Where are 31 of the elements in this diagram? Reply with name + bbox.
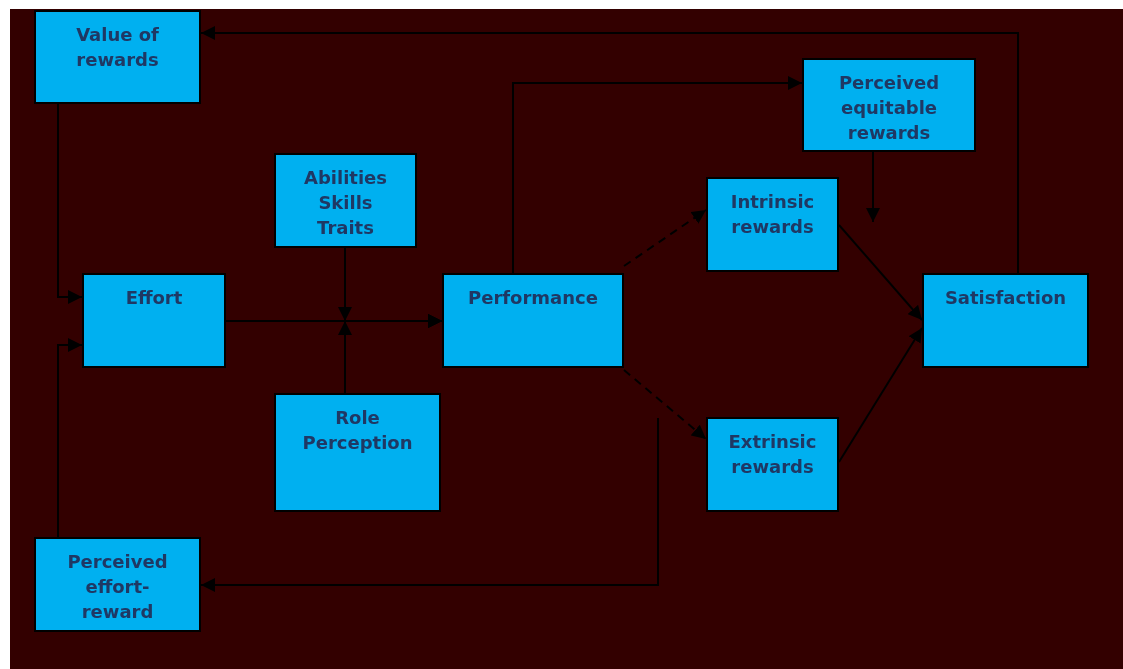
arrow [200, 417, 659, 592]
process-box [442, 273, 624, 368]
arrow [623, 369, 707, 440]
arrow [512, 76, 803, 274]
arrow [338, 314, 443, 394]
arrow [623, 209, 707, 267]
box-label: Value of rewards [75, 23, 160, 72]
box-label: Perceived equitable rewards [837, 71, 941, 145]
process-box [82, 273, 226, 368]
arrow [200, 26, 1019, 274]
box-label: Extrinsic rewards [727, 430, 818, 479]
box-label: Intrinsic rewards [729, 190, 816, 239]
box-label: Performance [468, 286, 598, 310]
arrow [866, 151, 880, 223]
process-box [706, 177, 839, 272]
arrow [57, 338, 83, 538]
process-box [802, 58, 976, 152]
box-label: Satisfaction [944, 286, 1067, 310]
process-box [706, 417, 839, 512]
process-box [34, 537, 201, 632]
process-box [274, 153, 417, 248]
box-label: Effort [125, 286, 183, 310]
process-box [34, 10, 201, 104]
arrow [57, 103, 83, 304]
process-box [922, 273, 1089, 368]
process-box [274, 393, 441, 512]
box-label: Perceived effort-reward [66, 550, 169, 624]
box-label: Abilities Skills Traits [303, 166, 388, 240]
arrow [838, 327, 923, 463]
arrow [838, 224, 923, 321]
box-label: Role Perception [301, 406, 414, 455]
